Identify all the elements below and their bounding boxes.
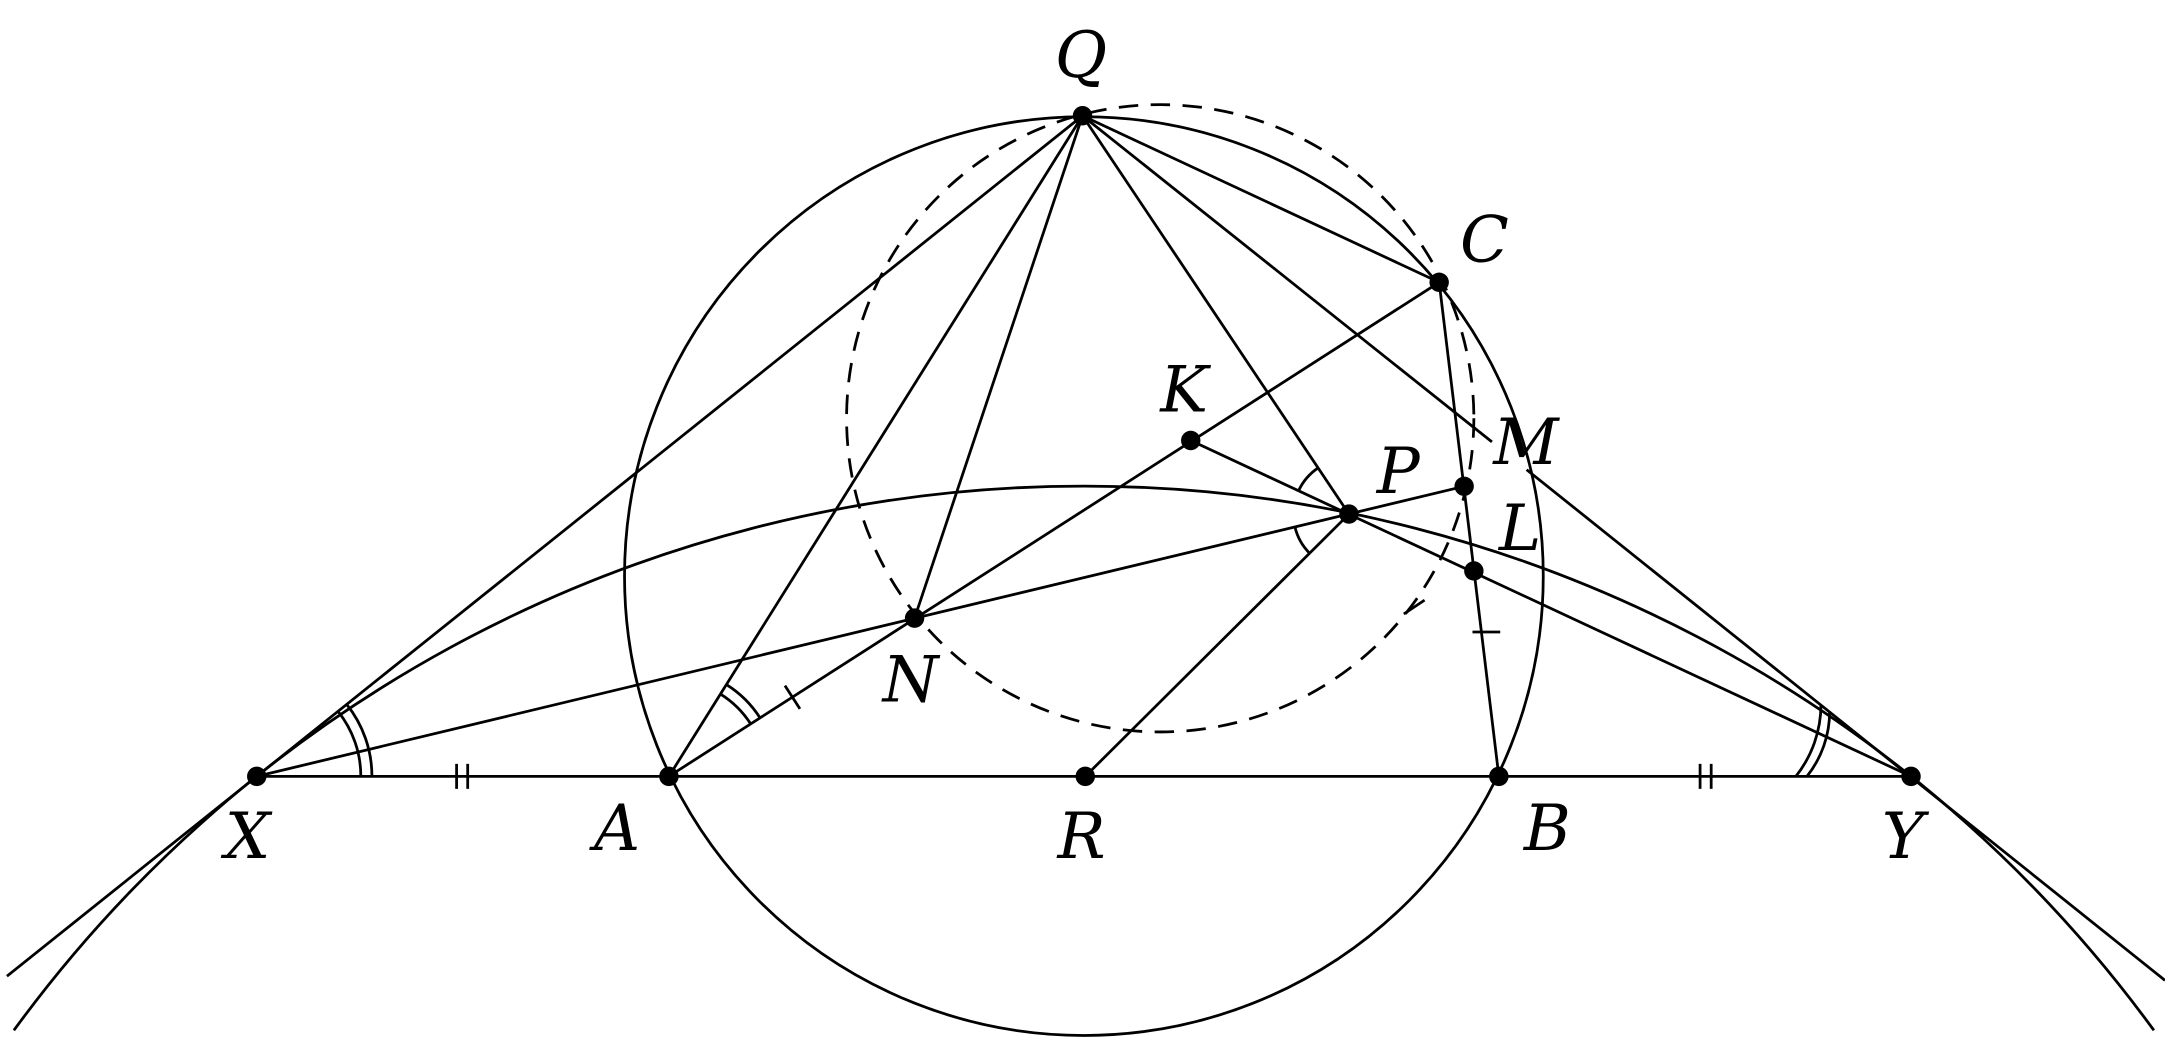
point-C <box>1429 272 1449 293</box>
label-R: R <box>1057 800 1106 874</box>
point-Y <box>1901 766 1921 787</box>
line-QY-lower <box>1525 468 2165 982</box>
angle-mark-A <box>719 692 752 725</box>
line-CA <box>668 281 1440 778</box>
label-P: P <box>1376 435 1421 509</box>
point-B <box>1489 766 1509 787</box>
line-KY <box>1190 439 1912 778</box>
angle-mark-X <box>345 703 374 777</box>
line-QX <box>6 114 1084 978</box>
tick-dashed-circle <box>1403 598 1426 616</box>
circumcircle <box>623 115 1545 1037</box>
point-A <box>659 766 679 787</box>
line-QY-upper <box>1081 114 1493 443</box>
label-A: A <box>589 792 640 866</box>
angle-mark-A <box>725 683 762 719</box>
tick-AN <box>783 684 802 710</box>
label-N: N <box>881 643 941 717</box>
line-QA <box>667 115 1084 778</box>
point-M <box>1454 476 1474 497</box>
line-QN <box>913 115 1084 619</box>
line-PR <box>1084 513 1350 778</box>
label-Q: Q <box>1055 19 1107 93</box>
angle-mark-P-upper <box>1297 466 1319 492</box>
line-XM <box>256 484 1465 778</box>
label-Y: Y <box>1882 800 1930 874</box>
label-B: B <box>1523 792 1571 866</box>
point-K <box>1181 430 1201 451</box>
angle-mark-Y <box>1805 711 1832 778</box>
line-CB <box>1437 282 1501 777</box>
point-N <box>904 608 925 628</box>
label-K: K <box>1159 353 1211 427</box>
point-P <box>1339 504 1359 524</box>
angle-mark-X <box>336 710 363 777</box>
line-QP <box>1081 114 1351 515</box>
angle-mark-Y <box>1794 704 1823 778</box>
point-X <box>247 766 267 787</box>
point-Q <box>1072 106 1093 126</box>
line-QC <box>1081 114 1440 284</box>
point-R <box>1075 766 1095 787</box>
label-M: M <box>1492 406 1560 480</box>
point-L <box>1464 561 1484 581</box>
angle-mark-P-lower <box>1293 526 1311 555</box>
dashed-circle <box>845 103 1476 734</box>
label-X: X <box>220 800 273 874</box>
label-L: L <box>1498 492 1541 566</box>
label-C: C <box>1460 203 1509 277</box>
